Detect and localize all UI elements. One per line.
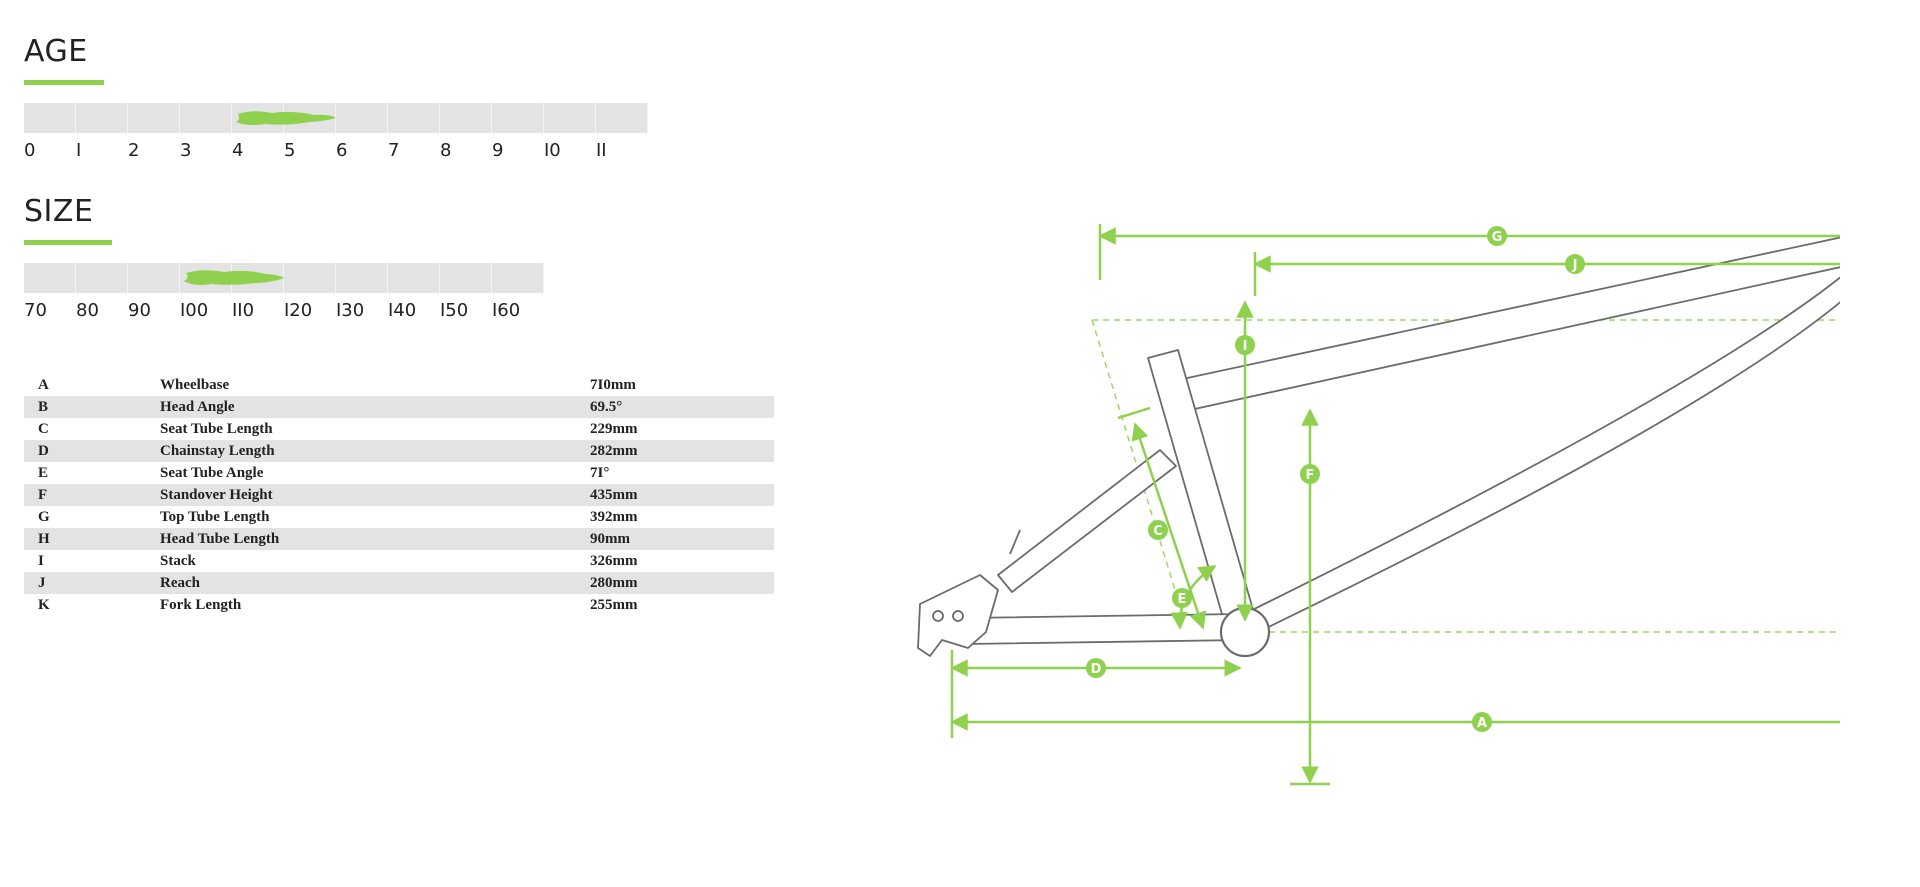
dimension-badges: G J I F C E D A H K B bbox=[1086, 226, 1585, 732]
spec-key: D bbox=[24, 440, 146, 462]
geometry-spec-table: A Wheelbase 7I0mm B Head Angle 69.5° C S… bbox=[24, 374, 774, 616]
age-tick: 5 bbox=[284, 140, 296, 161]
spec-key: A bbox=[38, 376, 49, 393]
age-tick: 4 bbox=[232, 140, 244, 161]
age-tick: 3 bbox=[180, 140, 192, 161]
spec-row: A Wheelbase 7I0mm bbox=[24, 374, 774, 396]
size-tick: I50 bbox=[440, 300, 469, 321]
badge-f-letter: F bbox=[1306, 468, 1315, 483]
badge-e-letter: E bbox=[1178, 592, 1187, 607]
spec-name: Top Tube Length bbox=[160, 508, 270, 525]
age-heading-underline bbox=[24, 80, 104, 85]
spec-name: Standover Height bbox=[146, 484, 576, 506]
spec-key: C bbox=[38, 420, 49, 437]
spec-value: 90mm bbox=[576, 528, 774, 550]
spec-row: B Head Angle 69.5° bbox=[24, 396, 774, 418]
spec-value: 69.5° bbox=[576, 396, 774, 418]
spec-name: Chainstay Length bbox=[146, 440, 576, 462]
size-tick: I30 bbox=[336, 300, 365, 321]
size-tick: 80 bbox=[76, 300, 99, 321]
size-tick: I00 bbox=[180, 300, 209, 321]
age-tick: II bbox=[596, 140, 607, 161]
spec-key: E bbox=[38, 464, 49, 481]
spec-row: I Stack 326mm bbox=[24, 550, 774, 572]
spec-name: Head Angle bbox=[146, 396, 576, 418]
badge-c: C bbox=[1148, 520, 1168, 540]
age-tick: 6 bbox=[336, 140, 348, 161]
spec-name: Fork Length bbox=[160, 596, 242, 613]
age-tick: I0 bbox=[544, 140, 561, 161]
badge-e: E bbox=[1172, 588, 1192, 608]
spec-value: 282mm bbox=[576, 440, 774, 462]
badge-d-letter: D bbox=[1091, 662, 1102, 677]
badge-j: J bbox=[1565, 254, 1585, 274]
size-heading-underline bbox=[24, 240, 112, 245]
age-tick: 0 bbox=[24, 140, 36, 161]
spec-key: F bbox=[24, 484, 146, 506]
spec-value: 7I0mm bbox=[590, 376, 636, 393]
spec-name: Head Tube Length bbox=[146, 528, 576, 550]
spec-name: Wheelbase bbox=[160, 376, 230, 393]
badge-g: G bbox=[1487, 226, 1507, 246]
size-tick: 90 bbox=[128, 300, 151, 321]
age-tick: 7 bbox=[388, 140, 400, 161]
spec-value: 435mm bbox=[576, 484, 774, 506]
bike-frame bbox=[917, 236, 1840, 658]
spec-value: 392mm bbox=[590, 508, 638, 525]
spec-key: G bbox=[38, 508, 50, 525]
size-tick: II0 bbox=[232, 300, 255, 321]
age-range-marker bbox=[236, 111, 336, 126]
spec-name: Seat Tube Length bbox=[160, 420, 273, 437]
spec-row: D Chainstay Length 282mm bbox=[24, 440, 774, 462]
dimension-lines bbox=[950, 224, 1840, 786]
badge-j-letter: J bbox=[1572, 258, 1578, 273]
spec-row: J Reach 280mm bbox=[24, 572, 774, 594]
spec-key: J bbox=[24, 572, 146, 594]
badge-i: I bbox=[1235, 335, 1255, 355]
spec-row: C Seat Tube Length 229mm bbox=[24, 418, 774, 440]
badge-c-letter: C bbox=[1153, 524, 1163, 539]
spec-row: E Seat Tube Angle 7I° bbox=[24, 462, 774, 484]
size-tick: I20 bbox=[284, 300, 313, 321]
frame-geometry-diagram: G J I F C E D A H K B bbox=[917, 224, 1840, 786]
spec-row: H Head Tube Length 90mm bbox=[24, 528, 774, 550]
spec-key: H bbox=[24, 528, 146, 550]
spec-name: Reach bbox=[146, 572, 576, 594]
spec-value: 326mm bbox=[590, 552, 638, 569]
spec-value: 255mm bbox=[590, 596, 638, 613]
spec-name: Stack bbox=[160, 552, 196, 569]
spec-value: 7I° bbox=[590, 464, 610, 481]
spec-row: G Top Tube Length 392mm bbox=[24, 506, 774, 528]
age-scale: 0 I 2 3 4 5 6 7 8 9 I0 II bbox=[24, 140, 648, 161]
age-heading: AGE bbox=[24, 34, 88, 69]
age-tick: I bbox=[76, 140, 82, 161]
age-tick: 9 bbox=[492, 140, 504, 161]
spec-row: F Standover Height 435mm bbox=[24, 484, 774, 506]
badge-a-letter: A bbox=[1477, 716, 1487, 731]
badge-i-letter: I bbox=[1243, 339, 1248, 354]
age-tick: 2 bbox=[128, 140, 140, 161]
size-tick: I60 bbox=[492, 300, 521, 321]
spec-value: 229mm bbox=[590, 420, 638, 437]
age-tick: 8 bbox=[440, 140, 452, 161]
badge-a: A bbox=[1472, 712, 1492, 732]
size-range-marker bbox=[184, 270, 284, 285]
size-scale: 70 80 90 I00 II0 I20 I30 I40 I50 I60 bbox=[24, 300, 544, 321]
size-tick: 70 bbox=[24, 300, 47, 321]
size-tick: I40 bbox=[388, 300, 417, 321]
spec-key: K bbox=[38, 596, 50, 613]
spec-key: I bbox=[38, 552, 44, 569]
spec-row: K Fork Length 255mm bbox=[24, 594, 774, 616]
spec-name: Seat Tube Angle bbox=[160, 464, 264, 481]
size-heading: SIZE bbox=[24, 194, 94, 229]
spec-key: B bbox=[24, 396, 146, 418]
badge-d: D bbox=[1086, 658, 1106, 678]
badge-g-letter: G bbox=[1492, 230, 1503, 245]
badge-f: F bbox=[1300, 464, 1320, 484]
spec-value: 280mm bbox=[576, 572, 774, 594]
